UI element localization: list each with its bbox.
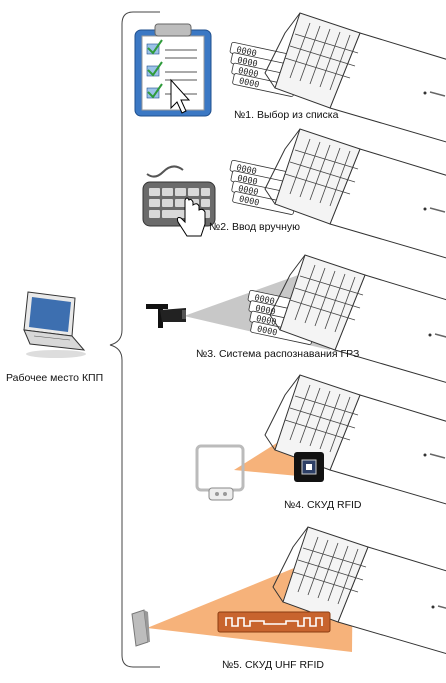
truck-1 [265, 13, 446, 143]
truck-4 [265, 375, 446, 505]
method-4-label: №4. СКУД RFID [284, 499, 361, 511]
method-5-label: №5. СКУД UHF RFID [222, 659, 324, 671]
truck-3 [270, 255, 446, 385]
truck-2 [265, 129, 446, 259]
keyboard-hand-icon [143, 166, 215, 236]
rfid-tag-icon [294, 452, 324, 482]
rfid-antenna-icon [197, 446, 243, 500]
workstation-label: Рабочее место КПП [6, 372, 103, 384]
laptop-icon [24, 292, 86, 358]
method-1-label: №1. Выбор из списка [234, 109, 338, 121]
uhf-reader-icon [132, 610, 150, 646]
cctv-camera-icon [146, 304, 186, 328]
method-3-label: №3. Система распознавания ГРЗ [196, 348, 359, 360]
uhf-rfid-tag [218, 612, 330, 632]
checklist-clipboard-icon [135, 24, 211, 116]
method-2-label: №2. Ввод вручную [209, 221, 300, 233]
